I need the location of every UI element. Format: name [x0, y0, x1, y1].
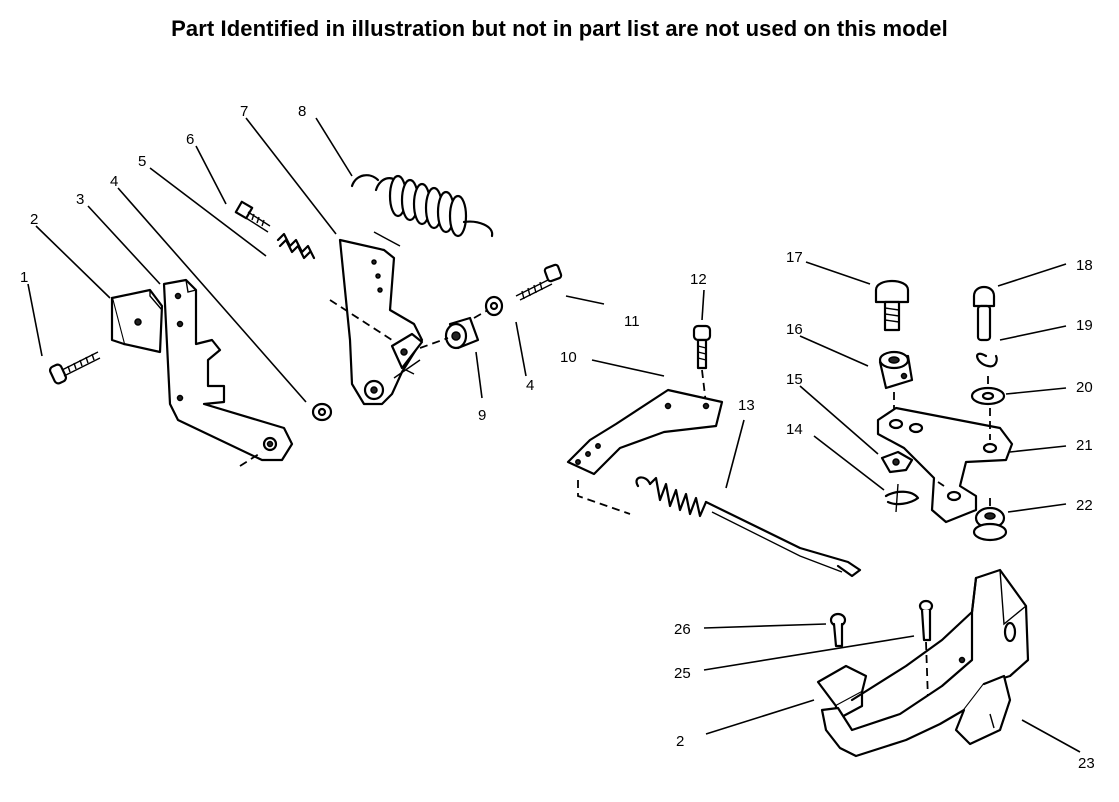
callout-15: 15	[786, 371, 803, 388]
callout-26: 26	[674, 621, 691, 638]
callout-20: 20	[1076, 379, 1093, 396]
part-26-pin	[829, 612, 847, 648]
part-14-clip	[884, 483, 920, 513]
part-11-bolt	[515, 263, 563, 301]
part-20-washer	[970, 376, 1006, 406]
part-10-plate	[566, 388, 724, 515]
part-8-large-spring	[350, 174, 494, 247]
callout-7: 7	[240, 103, 248, 120]
callout-2-lower: 2	[676, 733, 684, 750]
callout-4: 4	[110, 173, 118, 190]
callout-10: 10	[560, 349, 577, 366]
callout-9: 9	[478, 407, 486, 424]
part-4-washer-left	[311, 402, 333, 422]
callout-25: 25	[674, 665, 691, 682]
callout-14: 14	[786, 421, 803, 438]
part-1-screw	[48, 351, 101, 385]
callout-13: 13	[738, 397, 755, 414]
part-19-retaining-ring	[976, 352, 998, 368]
callout-6: 6	[186, 131, 194, 148]
callout-8: 8	[298, 103, 306, 120]
part-4-washer-right	[473, 295, 504, 319]
diagram-note: Part Identified in illustration but not …	[171, 16, 948, 41]
callout-11: 11	[624, 313, 640, 330]
callout-23: 23	[1078, 755, 1095, 772]
part-16-spacer	[878, 350, 914, 414]
part-7-lever	[329, 238, 424, 406]
part-9-bushing	[419, 316, 480, 350]
part-6-bolt	[234, 200, 271, 233]
callout-labels: 1 2 3 4 5 6 7 8 9 4 10 11 12 13 14 15 16…	[20, 103, 1095, 772]
callout-5: 5	[138, 153, 146, 170]
part-15-nut	[880, 450, 914, 474]
callout-2: 2	[30, 211, 38, 228]
callout-19: 19	[1076, 317, 1093, 334]
callout-18: 18	[1076, 257, 1093, 274]
callout-17: 17	[786, 249, 803, 266]
callout-3: 3	[76, 191, 84, 208]
part-3-bracket	[162, 278, 294, 467]
callout-12: 12	[690, 271, 707, 288]
callout-22: 22	[1076, 497, 1093, 514]
callout-1: 1	[20, 269, 28, 286]
part-22-lock-nut	[972, 498, 1008, 542]
part-12-bolt	[692, 324, 712, 405]
callout-21: 21	[1076, 437, 1093, 454]
part-5-small-spring	[276, 232, 316, 260]
part-21-plate	[876, 406, 1014, 524]
part-18-bolt	[972, 285, 996, 342]
part-25-pin	[918, 599, 934, 701]
part-2-clip	[110, 288, 164, 354]
part-17-bolt	[874, 279, 910, 332]
part-23-bracket	[820, 568, 1030, 758]
leader-lines	[27, 117, 1081, 753]
callout-16: 16	[786, 321, 803, 338]
callout-4-right: 4	[526, 377, 534, 394]
part-13-extension-spring	[635, 476, 862, 578]
